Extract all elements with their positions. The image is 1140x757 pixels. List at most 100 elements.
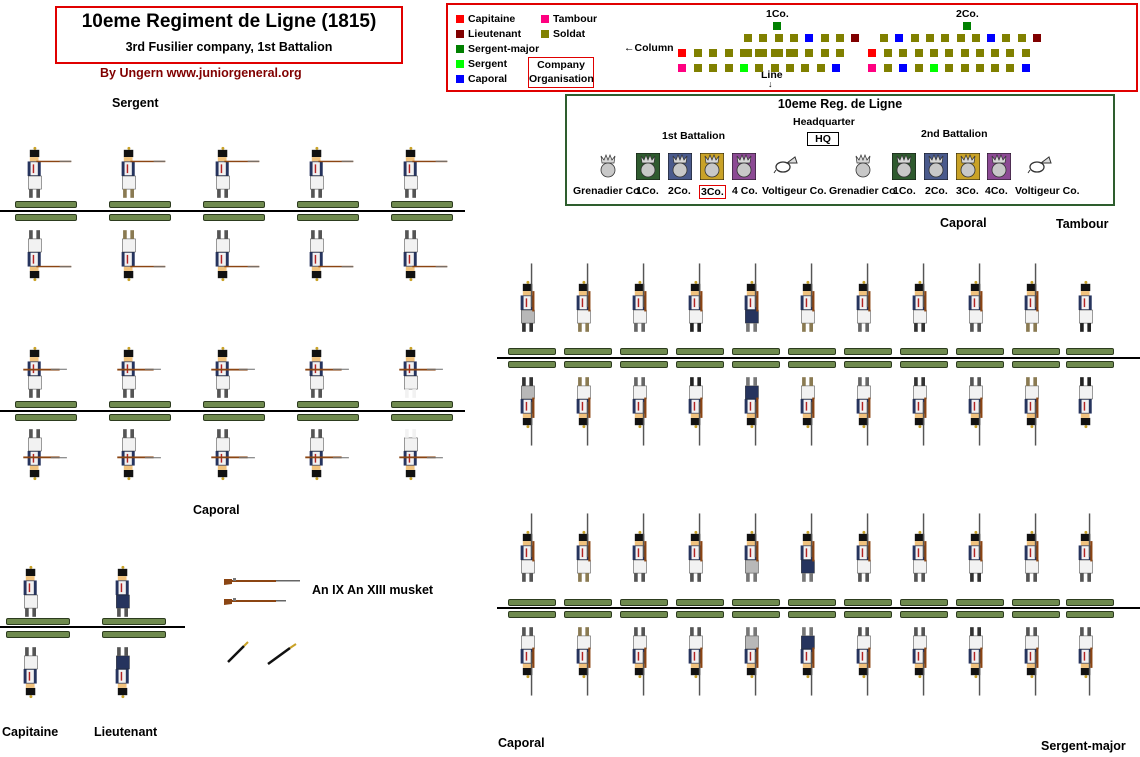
charging-soldier-back	[12, 414, 84, 499]
shouldered-soldier-back	[1063, 362, 1135, 447]
formation-square	[899, 64, 908, 72]
legend-item-tambour: Tambour	[541, 13, 597, 25]
company-tile[interactable]	[851, 153, 875, 185]
company-organisation-legend: Capitaine Lieutenant Sergent-major Serge…	[446, 3, 1138, 92]
company-label: Voltigeur Co.	[1015, 185, 1080, 197]
figure-base	[788, 611, 836, 618]
company-tile[interactable]	[635, 152, 661, 185]
firing-soldier	[12, 128, 84, 213]
label-caporal-bottom: Caporal	[498, 736, 545, 750]
formation-square	[773, 22, 781, 30]
swatch-icon	[456, 30, 464, 38]
shouldered-soldier-back	[729, 362, 801, 447]
shouldered-soldier	[785, 262, 857, 347]
formation-square	[820, 49, 829, 57]
firing-soldier-back	[294, 215, 366, 300]
lieutenant-figure-back	[100, 632, 172, 717]
company-tile[interactable]	[699, 152, 725, 185]
company-tile[interactable]	[891, 152, 917, 185]
shouldered-soldier-back	[1063, 612, 1135, 697]
fold-line	[497, 607, 1140, 609]
formation-square	[774, 34, 783, 42]
formation-square	[914, 49, 923, 57]
shouldered-soldier-back	[897, 362, 969, 447]
formation-square	[770, 49, 779, 57]
swatch-icon	[456, 15, 464, 23]
line-label: Line	[761, 69, 783, 81]
figure-base	[956, 611, 1004, 618]
figure-base	[956, 361, 1004, 368]
formation-square	[987, 34, 996, 42]
company-tile[interactable]	[596, 153, 620, 185]
label-musket: An IX An XIII musket	[312, 583, 434, 597]
company-label: 2Co.	[668, 185, 691, 197]
hq-box[interactable]: HQ	[807, 132, 839, 146]
swatch-icon	[456, 75, 464, 83]
shouldered-soldier-back	[617, 612, 689, 697]
page-title: 10eme Regiment de Ligne (1815)	[81, 11, 377, 32]
shouldered-soldier	[953, 262, 1025, 347]
legend-item-caporal: Caporal	[456, 73, 507, 85]
figure-base	[1066, 599, 1114, 606]
lieutenant-figure	[100, 547, 172, 632]
legend-item-sergent-major: Sergent-major	[456, 43, 539, 55]
shouldered-soldier	[729, 512, 801, 597]
figure-base	[676, 361, 724, 368]
figure-base	[676, 599, 724, 606]
figure-base	[676, 348, 724, 355]
company-label: 4 Co.	[732, 185, 758, 197]
shouldered-soldier	[617, 262, 689, 347]
company-tile[interactable]	[667, 152, 693, 185]
formation-square	[895, 34, 904, 42]
figure-base	[844, 611, 892, 618]
shouldered-soldier	[561, 512, 633, 597]
fold-line	[0, 210, 465, 212]
formation-square	[694, 49, 702, 57]
label-tambour: Tambour	[1056, 217, 1109, 231]
formation-square	[755, 64, 764, 72]
formation-square	[899, 49, 908, 57]
label-caporal-top-right: Caporal	[940, 216, 987, 230]
company-tile[interactable]	[1027, 153, 1053, 182]
sergent-major-figure	[1063, 512, 1135, 597]
company-label: Voltigeur Co.	[762, 185, 827, 197]
formation-square	[770, 64, 779, 72]
formation-square	[831, 64, 840, 72]
grenade-icon	[986, 152, 1012, 181]
formation-square	[991, 49, 1000, 57]
formation-square	[785, 64, 794, 72]
shouldered-soldier-back	[505, 612, 577, 697]
figure-base	[788, 361, 836, 368]
headquarter-label: Headquarter	[793, 116, 855, 128]
shouldered-soldier-back	[897, 612, 969, 697]
byline-link[interactable]: By Ungern www.juniorgeneral.org	[100, 66, 302, 80]
figure-base	[6, 631, 70, 638]
hunting-horn-icon	[1027, 156, 1052, 174]
charging-soldier-back	[388, 414, 460, 499]
firing-soldier	[200, 128, 272, 213]
grenade-icon	[855, 154, 871, 178]
shouldered-soldier-back	[841, 612, 913, 697]
swatch-icon	[541, 30, 549, 38]
figure-base	[203, 214, 265, 221]
shouldered-soldier	[841, 262, 913, 347]
shouldered-soldier	[897, 512, 969, 597]
formation-square	[789, 49, 798, 57]
figure-base	[15, 401, 77, 408]
company-tile[interactable]	[986, 152, 1012, 185]
figure-base	[844, 361, 892, 368]
formation-square	[945, 64, 954, 72]
formation-square	[1002, 34, 1011, 42]
battalion-1-label: 1st Battalion	[662, 130, 726, 142]
label-sergent-major: Sergent-major	[1041, 739, 1126, 753]
formation-square	[1006, 64, 1015, 72]
formation-square	[956, 34, 965, 42]
figure-base	[15, 414, 77, 421]
figure-base	[1066, 348, 1114, 355]
company-tile[interactable]	[955, 152, 981, 185]
figure-base	[203, 201, 265, 208]
formation-square	[709, 64, 718, 72]
company-tile[interactable]	[923, 152, 949, 185]
company-tile[interactable]	[773, 153, 799, 182]
formation-square	[816, 64, 825, 72]
